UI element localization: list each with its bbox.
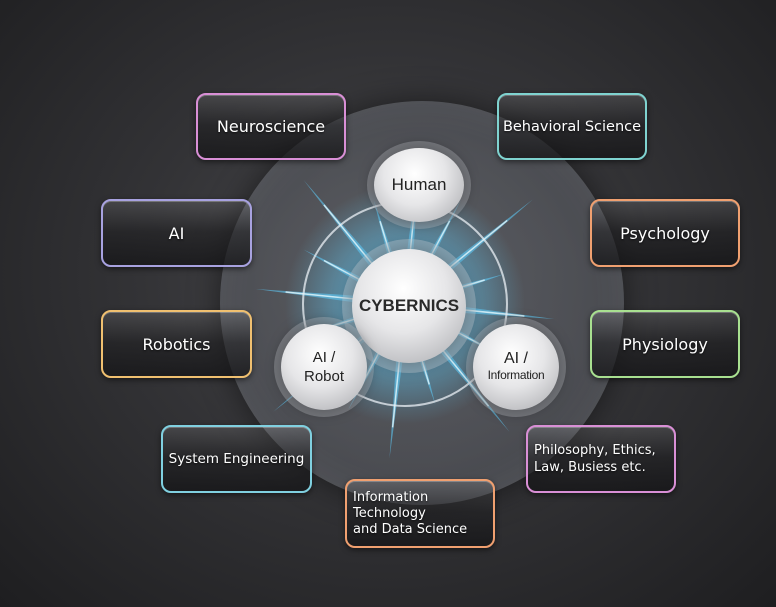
- node-ai-information-line-2: Information: [487, 368, 545, 382]
- field-behavioral-science: Behavioral Science: [497, 93, 647, 160]
- field-ai: AI: [101, 199, 252, 267]
- field-physiology-label: Physiology: [622, 334, 708, 354]
- node-cybernics: CYBERNICS: [352, 249, 466, 363]
- field-system-engineering-label: System Engineering: [168, 451, 305, 467]
- field-information-technology: Information Technology and Data Science: [345, 479, 495, 548]
- field-philosophy: Philosophy, Ethics, Law, Busiess etc.: [526, 425, 676, 493]
- node-ai-information-line-1: AI /: [503, 350, 528, 367]
- field-philosophy-line-1: Philosophy, Ethics,: [534, 443, 656, 458]
- field-information-technology-line-1: Information: [353, 489, 429, 505]
- field-information-technology-line-2: Technology: [353, 505, 426, 521]
- field-physiology: Physiology: [590, 310, 740, 378]
- field-robotics-label: Robotics: [142, 334, 211, 354]
- node-human: Human: [374, 148, 464, 222]
- field-information-technology-line-3: and Data Science: [353, 521, 468, 537]
- field-ai-label: AI: [168, 223, 185, 243]
- node-ai-robot: AI / Robot: [281, 324, 367, 410]
- node-human-label: Human: [391, 175, 447, 194]
- field-system-engineering: System Engineering: [161, 425, 312, 493]
- node-cybernics-label: CYBERNICS: [358, 296, 460, 315]
- field-behavioral-science-label: Behavioral Science: [502, 118, 642, 135]
- node-ai-robot-line-1: AI /: [312, 349, 336, 366]
- field-psychology: Psychology: [590, 199, 740, 267]
- node-ai-robot-line-2: Robot: [303, 368, 345, 385]
- field-robotics: Robotics: [101, 310, 252, 378]
- field-philosophy-line-2: Law, Busiess etc.: [534, 460, 646, 475]
- field-psychology-label: Psychology: [620, 223, 710, 243]
- node-ai-information: AI / Information: [473, 324, 559, 410]
- field-neuroscience-label: Neuroscience: [216, 117, 326, 136]
- field-neuroscience: Neuroscience: [196, 93, 346, 160]
